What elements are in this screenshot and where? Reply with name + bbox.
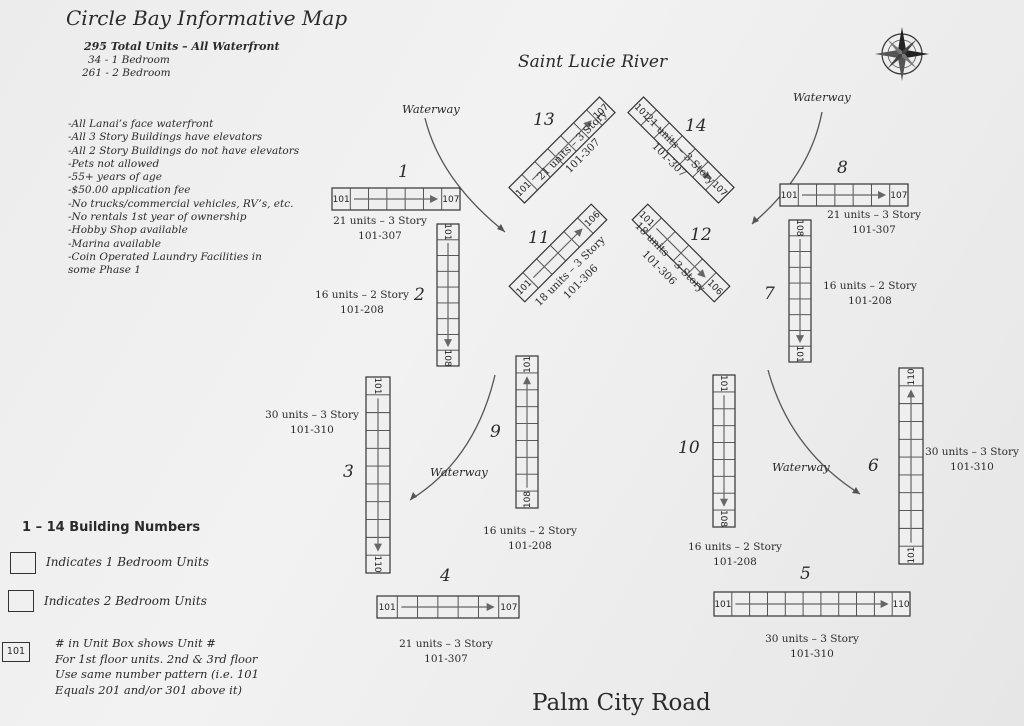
- one-bedroom-swatch: [10, 552, 36, 574]
- waterway-label: Waterway: [402, 102, 460, 116]
- river-label: Saint Lucie River: [518, 52, 668, 72]
- building-number-11: 11: [528, 228, 550, 248]
- building-number-7: 7: [764, 284, 775, 304]
- building-number-5: 5: [800, 564, 811, 584]
- waterway-label: Waterway: [430, 465, 488, 479]
- road-label: Palm City Road: [532, 690, 711, 716]
- legend-heading: 1 – 14 Building Numbers: [22, 520, 201, 535]
- map-title: Circle Bay Informative Map: [66, 6, 348, 30]
- note-item: -Pets not allowed: [68, 157, 160, 170]
- total-units: 295 Total Units – All Waterfront: [84, 40, 280, 53]
- community-notes: -All Lanai’s face waterfront -All 3 Stor…: [68, 118, 299, 278]
- building-number-12: 12: [690, 225, 712, 245]
- note-item: -All 2 Story Buildings do not have eleva…: [68, 144, 300, 157]
- note-item: -55+ years of age: [68, 171, 162, 184]
- note-item: -All Lanai’s face waterfront: [68, 118, 214, 130]
- note-item: some Phase 1: [68, 264, 141, 277]
- note-item: -Marina available: [68, 237, 162, 250]
- building-number-6: 6: [868, 456, 879, 476]
- one-bedroom-legend-text: Indicates 1 Bedroom Units: [46, 555, 209, 569]
- building-number-14: 14: [685, 116, 707, 136]
- building-number-1: 1: [398, 162, 409, 182]
- waterway-label: Waterway: [772, 460, 830, 474]
- building-number-9: 9: [490, 422, 501, 442]
- note-item: -No rentals 1st year of ownership: [68, 211, 247, 224]
- two-bedroom-legend-text: Indicates 2 Bedroom Units: [44, 594, 207, 608]
- unit-number-note: # in Unit Box shows Unit # For 1st floor…: [55, 636, 259, 697]
- building-number-10: 10: [678, 438, 700, 458]
- two-bedroom-count: 261 - 2 Bedroom: [82, 67, 171, 79]
- note-item: -All 3 Story Buildings have elevators: [68, 131, 263, 144]
- building-number-4: 4: [440, 566, 451, 586]
- one-bedroom-count: 34 - 1 Bedroom: [88, 54, 170, 66]
- note-item: -Hobby Shop available: [68, 224, 188, 237]
- building-number-3: 3: [343, 462, 354, 482]
- note-item: -No trucks/commercial vehicles, RV’s, et…: [68, 197, 294, 210]
- building-number-13: 13: [533, 110, 555, 130]
- note-item: -$50.00 application fee: [68, 184, 191, 197]
- two-bedroom-swatch: [8, 590, 34, 612]
- unit-number-sample: 101: [2, 642, 30, 662]
- note-item: -Coin Operated Laundry Facilities in: [68, 250, 262, 263]
- waterway-label: Waterway: [793, 90, 851, 104]
- building-number-2: 2: [414, 285, 425, 305]
- building-number-8: 8: [837, 158, 848, 178]
